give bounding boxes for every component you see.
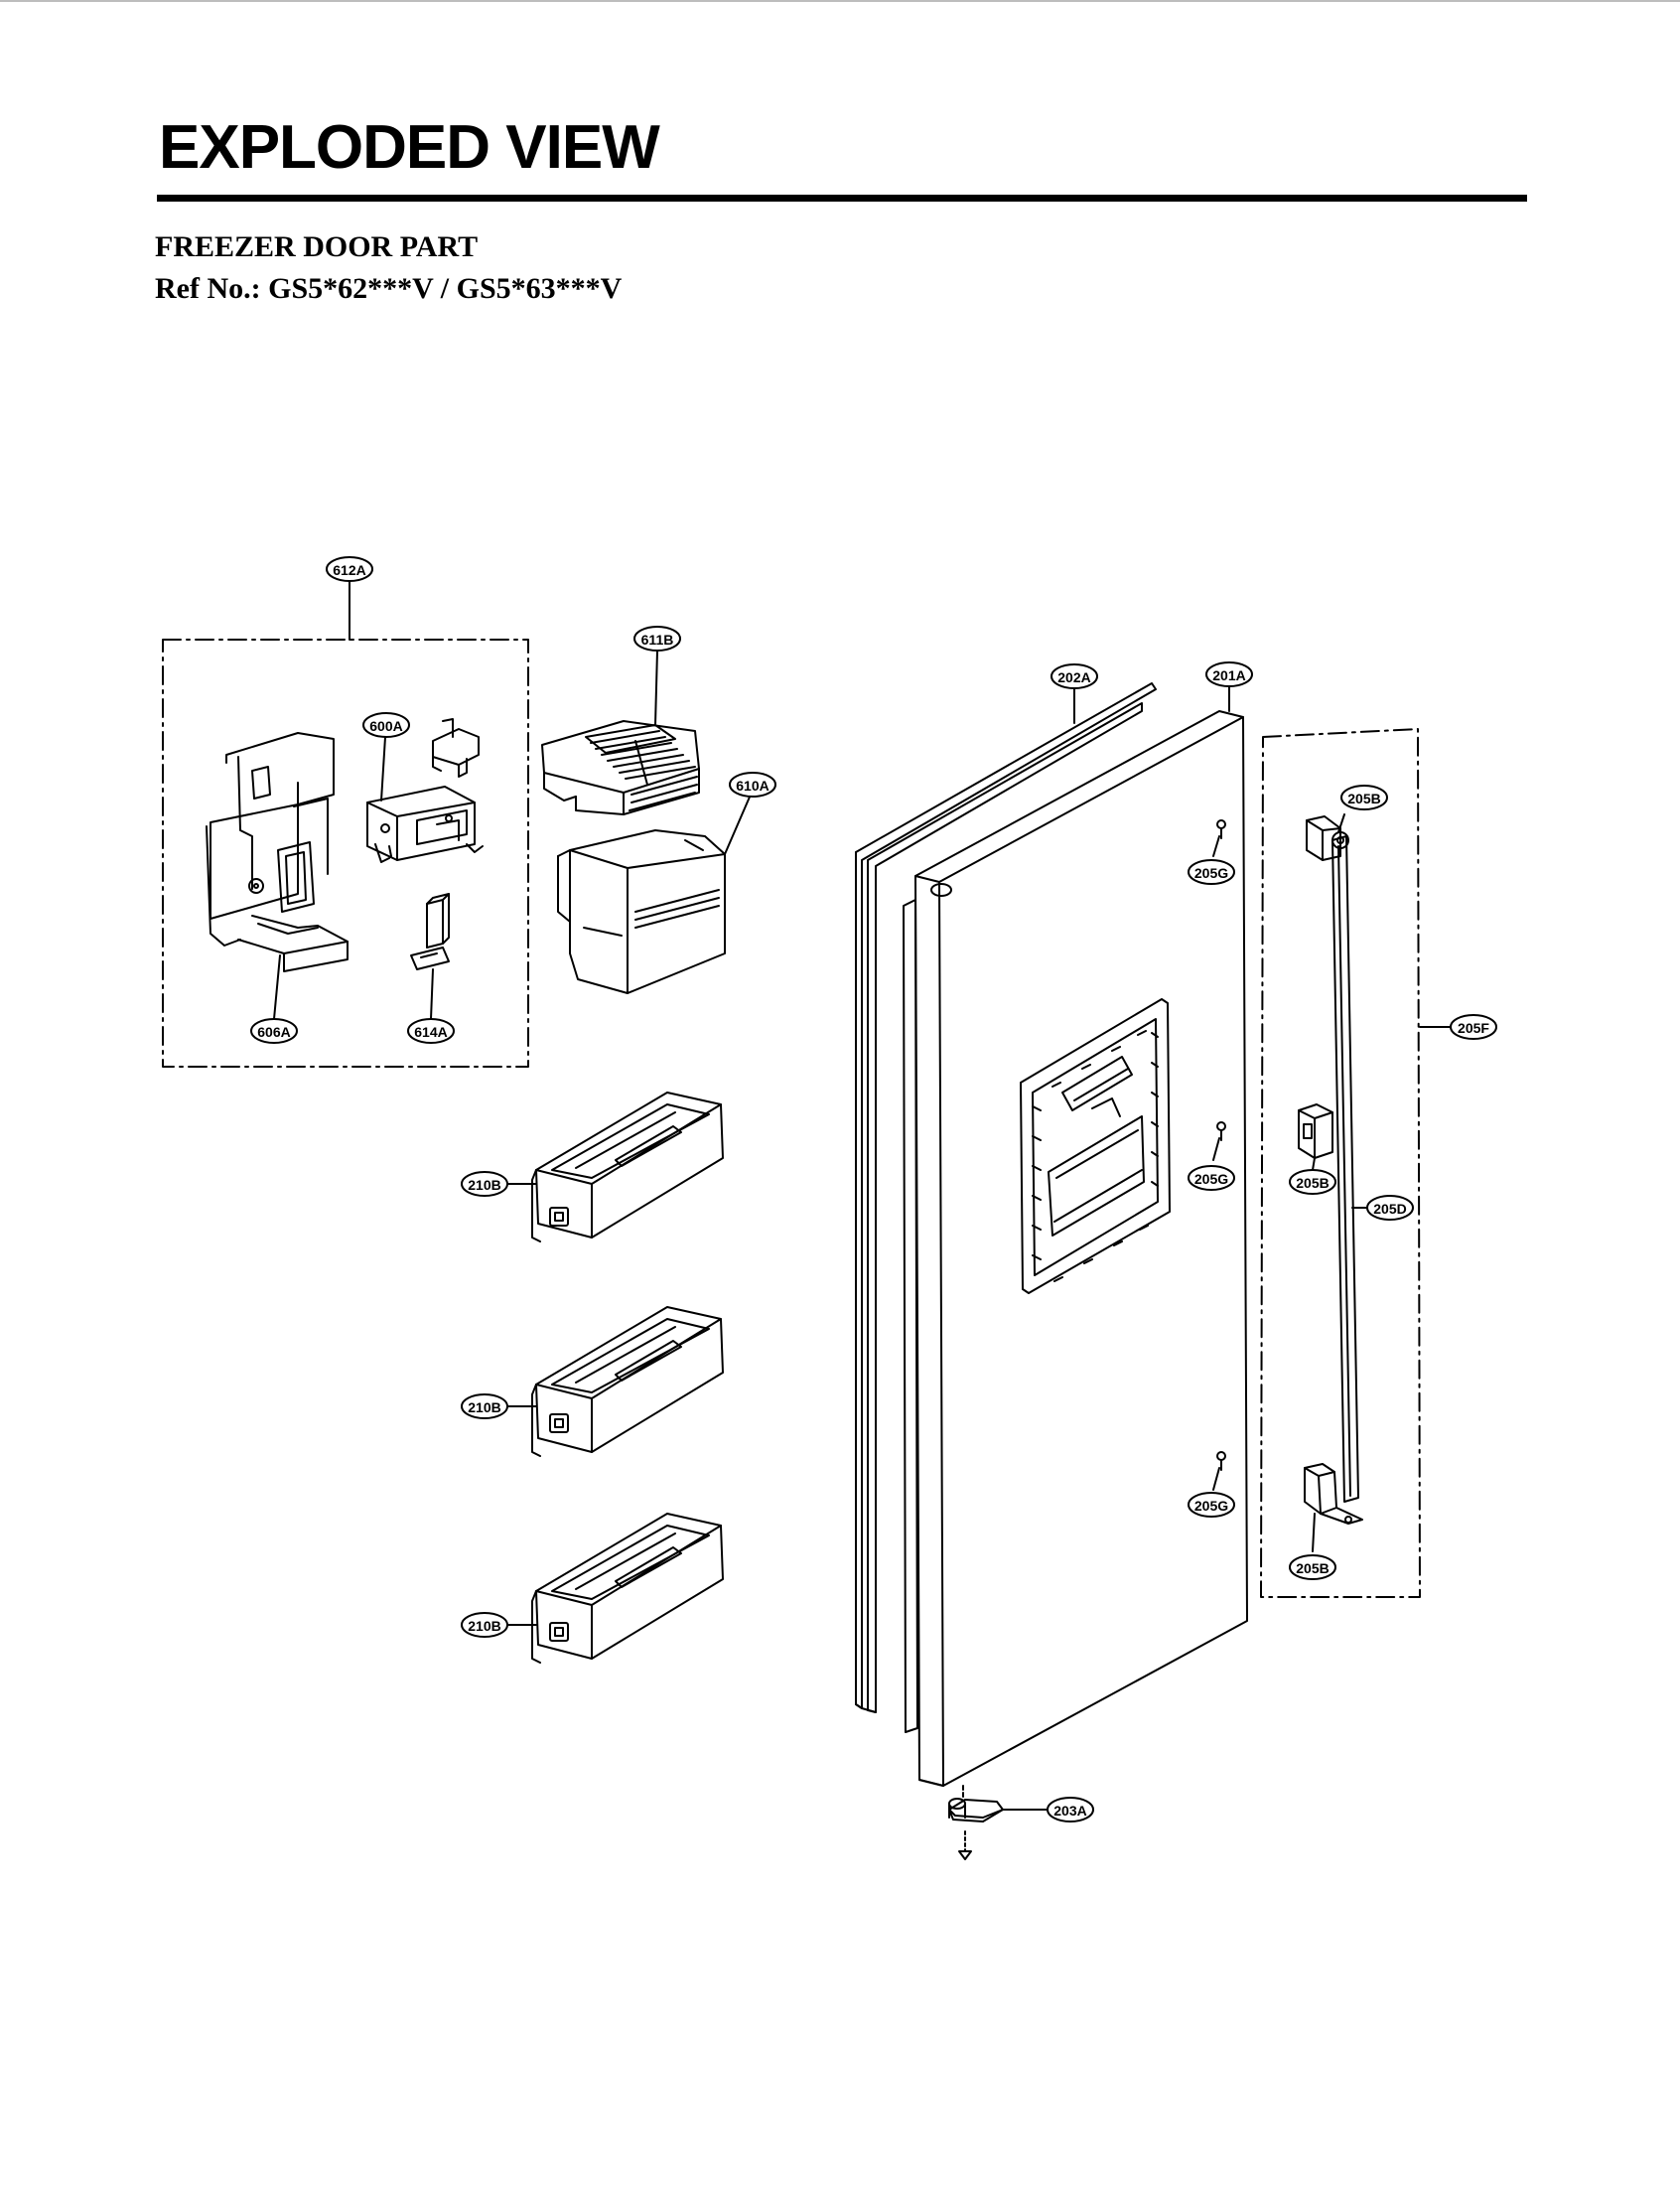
callout-614A: 614A	[414, 1024, 447, 1040]
callout-205B-mid: 205B	[1296, 1175, 1329, 1191]
callout-210B-2: 210B	[468, 1399, 500, 1415]
door-basket-2	[531, 1306, 724, 1457]
callout-205F: 205F	[1458, 1020, 1489, 1036]
door-screw-3	[1216, 1451, 1226, 1471]
callout-210B-1: 210B	[468, 1177, 500, 1193]
hinge-screw	[958, 1830, 972, 1860]
door-screw-1	[1216, 819, 1226, 839]
ice-bucket-bracket	[206, 732, 349, 972]
leader-205G-1	[1212, 835, 1220, 857]
door-screw-2	[1216, 1121, 1226, 1141]
ice-maker-group-box	[162, 639, 529, 1068]
callout-606A: 606A	[257, 1024, 290, 1040]
ice-chute-cover	[541, 720, 700, 815]
handle-bracket-mid	[1298, 1103, 1333, 1159]
freezer-door	[903, 710, 1248, 1787]
ice-maker	[366, 786, 484, 863]
callout-205G-2: 205G	[1194, 1171, 1228, 1187]
ref-number: Ref No.: GS5*62***V / GS5*63***V	[155, 272, 623, 305]
ice-bucket	[557, 829, 726, 994]
door-basket-1	[531, 1092, 724, 1242]
title-rule	[157, 195, 1527, 202]
ice-maker-clip	[432, 718, 480, 778]
callout-600A: 600A	[369, 718, 402, 734]
handle-group-box	[1260, 728, 1421, 1598]
leader-600A	[380, 736, 386, 802]
callout-205G-1: 205G	[1194, 865, 1228, 881]
leader-205B-mid	[1312, 1157, 1316, 1171]
callout-203A: 203A	[1053, 1803, 1086, 1819]
callout-610A: 610A	[736, 778, 769, 794]
door-handle-bar	[1331, 835, 1359, 1503]
callout-611B: 611B	[641, 632, 674, 648]
door-basket-3	[531, 1513, 724, 1664]
leader-610A	[724, 794, 752, 855]
page-title: EXPLODED VIEW	[159, 113, 660, 182]
leader-205G-2	[1212, 1137, 1220, 1161]
callout-210B-3: 210B	[468, 1618, 500, 1634]
callout-202A: 202A	[1057, 669, 1090, 685]
handle-cap-bottom	[1304, 1463, 1363, 1525]
handle-cap-top	[1306, 815, 1349, 861]
door-gasket	[855, 682, 1157, 1713]
callout-205D: 205D	[1373, 1201, 1406, 1217]
leader-205B-bot	[1312, 1513, 1316, 1552]
callout-205B-bot: 205B	[1296, 1560, 1329, 1576]
leader-606A	[273, 954, 281, 1020]
page-top-border	[0, 0, 1680, 2]
leader-205B-top	[1337, 813, 1345, 833]
callout-205B-top: 205B	[1347, 791, 1380, 806]
leader-611B	[654, 650, 658, 726]
callout-201A: 201A	[1212, 667, 1245, 683]
door-hinge	[948, 1798, 1004, 1823]
section-title: FREEZER DOOR PART	[155, 230, 479, 263]
ice-maker-switch	[410, 893, 450, 970]
leader-205G-3	[1212, 1467, 1220, 1491]
callout-205G-3: 205G	[1194, 1498, 1228, 1514]
callout-612A: 612A	[333, 562, 365, 578]
leader-614A	[430, 968, 434, 1020]
